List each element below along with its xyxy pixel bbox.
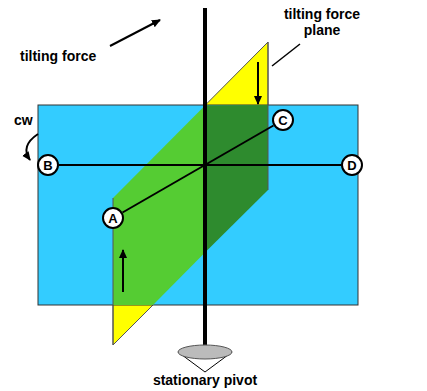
force-arrow-down bbox=[257, 62, 259, 104]
diagram-label: stationary pivot bbox=[120, 372, 290, 388]
point-letter: D bbox=[347, 159, 356, 172]
point-circle: B bbox=[37, 154, 59, 176]
cw-arrow bbox=[26, 134, 38, 160]
point-circle: D bbox=[341, 154, 363, 176]
tilting-force-arrow bbox=[110, 20, 160, 46]
plane-overlap-back bbox=[205, 105, 268, 253]
pivot-disc bbox=[178, 345, 232, 359]
point-letter: A bbox=[108, 212, 117, 225]
point-letter: B bbox=[43, 159, 52, 172]
mast bbox=[203, 8, 207, 352]
point-circle: A bbox=[102, 207, 124, 229]
rotor-plane bbox=[38, 105, 358, 305]
point-circle: C bbox=[272, 109, 294, 131]
plane-edge bbox=[268, 42, 269, 190]
plane-overlap-front bbox=[113, 105, 205, 305]
diagram-label: cw bbox=[14, 112, 33, 128]
point-letter: C bbox=[278, 114, 287, 127]
axis-line bbox=[59, 164, 341, 166]
leader-line bbox=[272, 44, 300, 66]
force-arrow-up bbox=[122, 250, 124, 292]
diagram-label: tilting force bbox=[20, 48, 96, 64]
diagram-label: tilting force plane bbox=[272, 6, 372, 38]
axis-line bbox=[123, 125, 274, 212]
